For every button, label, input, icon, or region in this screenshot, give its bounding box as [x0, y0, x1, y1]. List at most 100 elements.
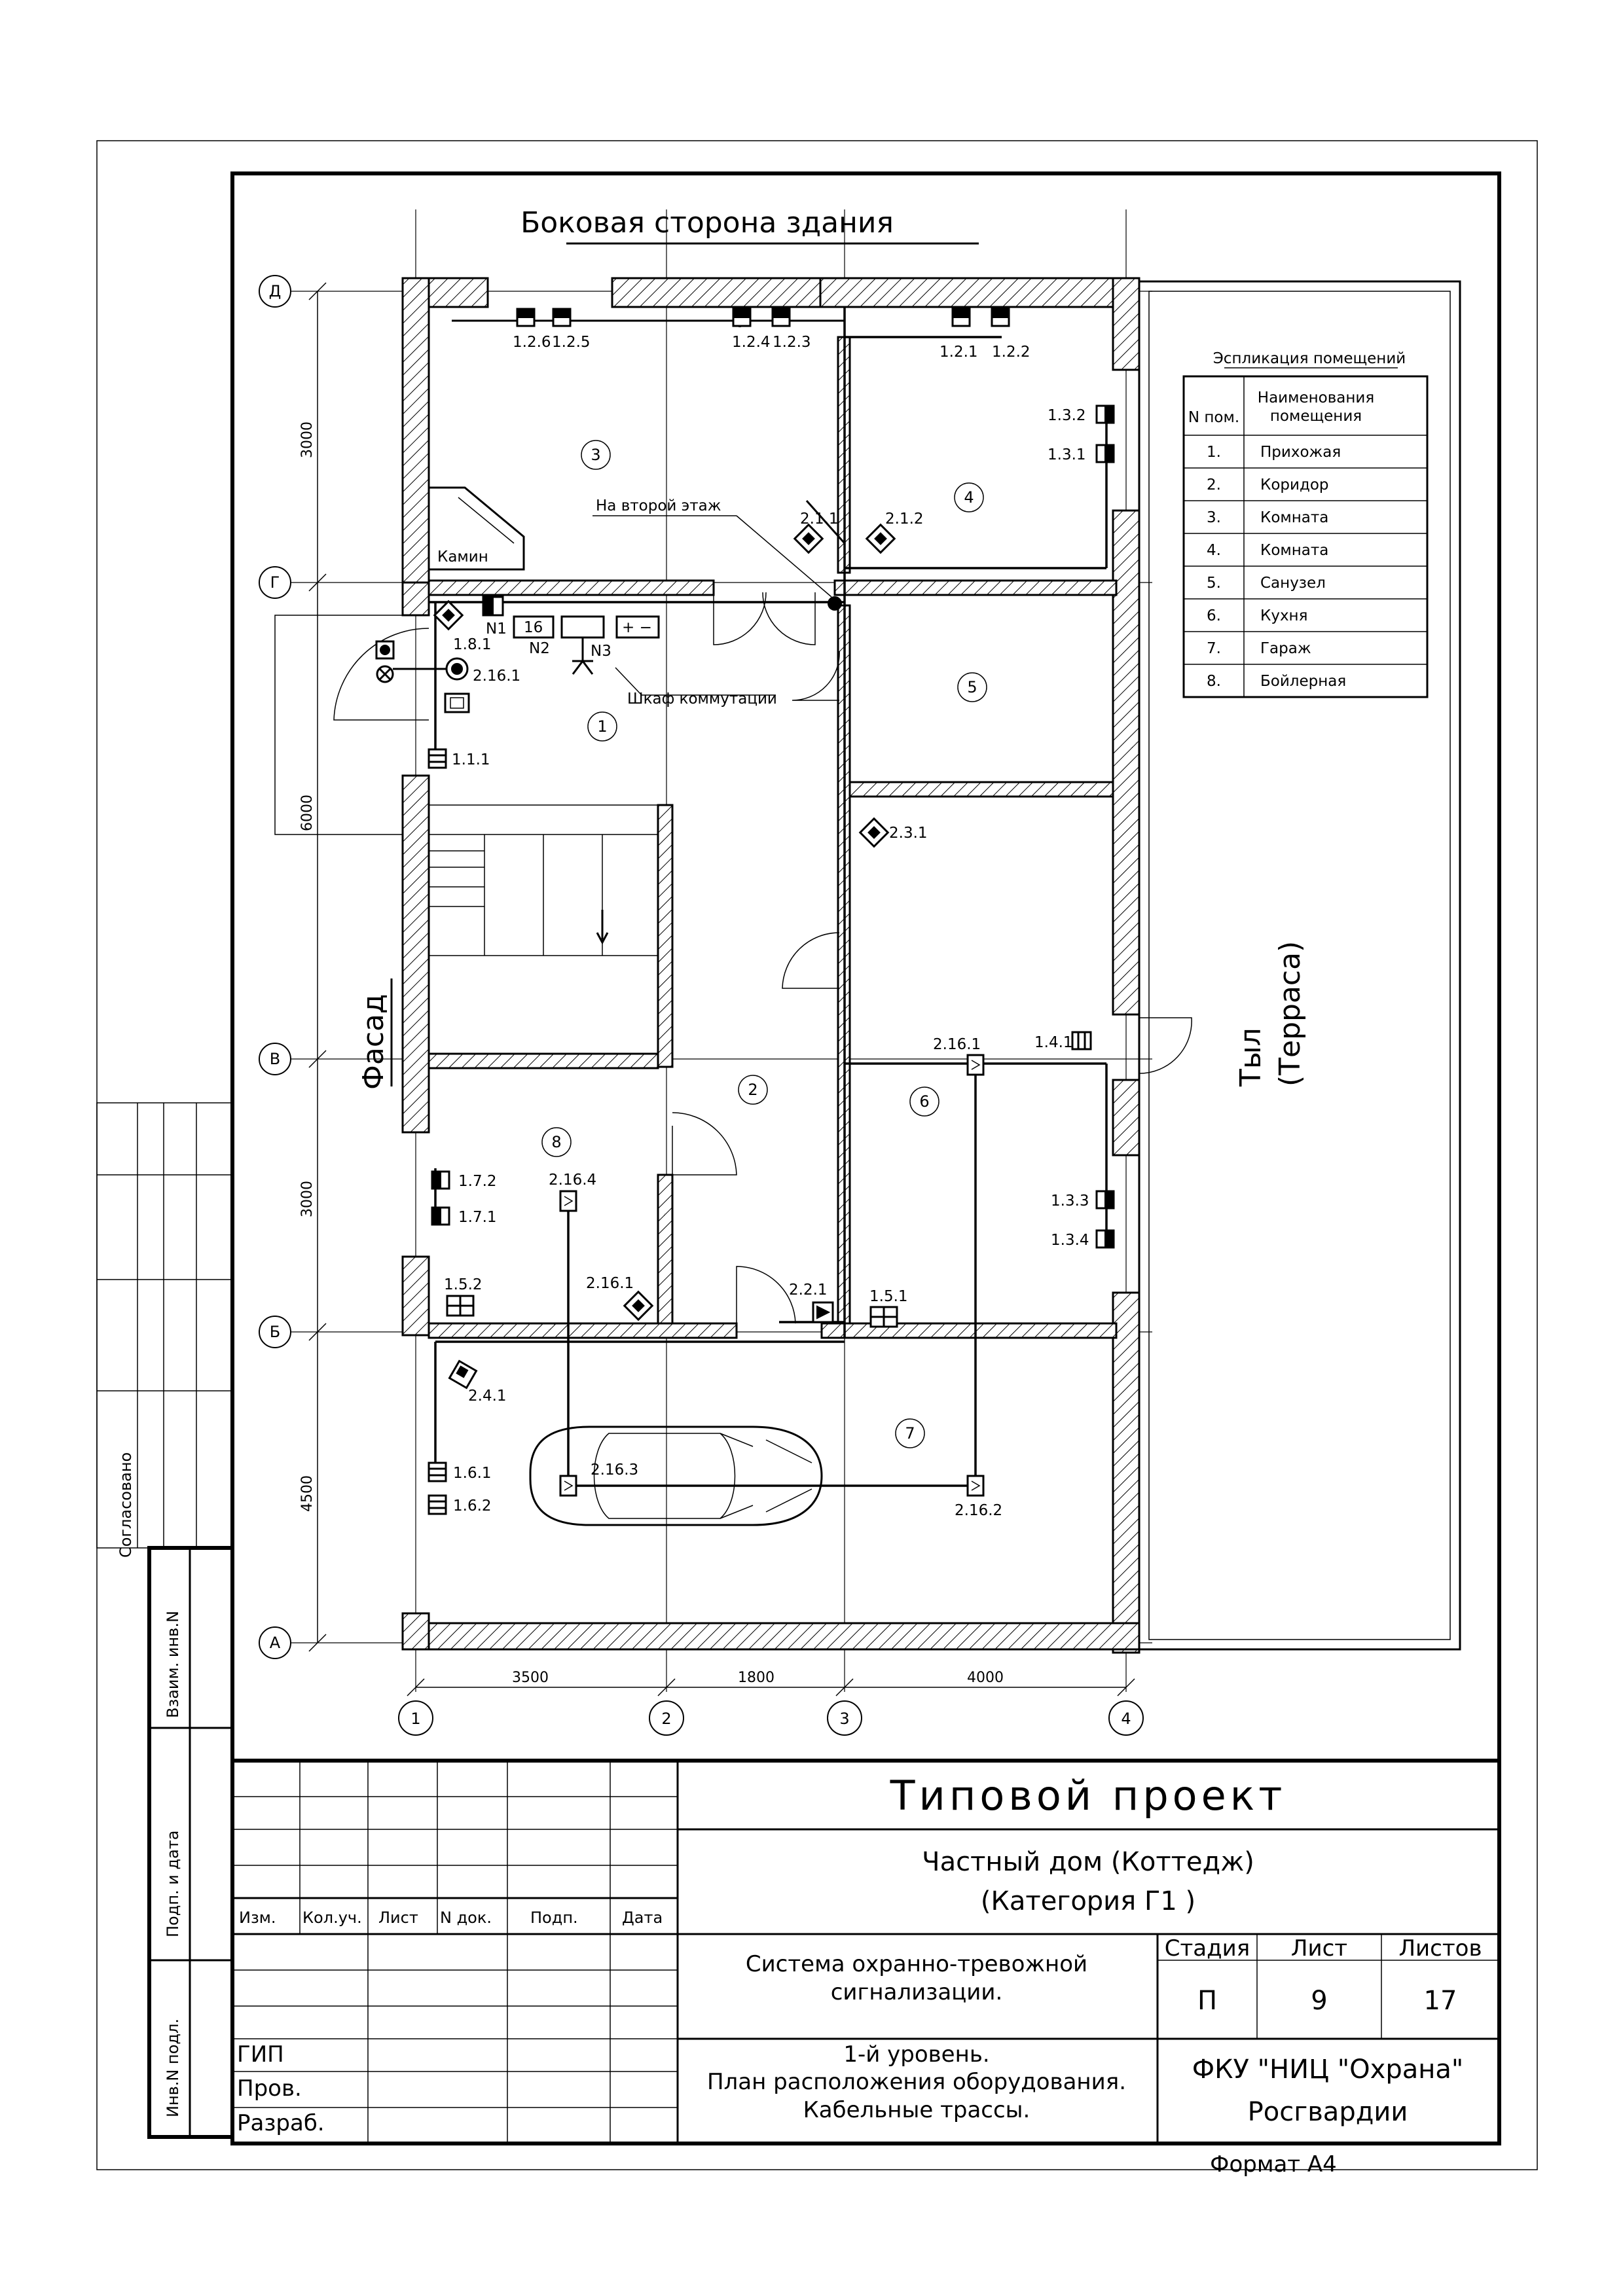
object-line1: Частный дом (Коттедж): [922, 1847, 1254, 1877]
dim-bottom-1: 3500: [512, 1670, 549, 1686]
label-2-3-1: 2.3.1: [889, 825, 928, 842]
label-1-3-3: 1.3.3: [1051, 1193, 1089, 1210]
axis-row-v: В: [270, 1050, 280, 1068]
label-1-6-1: 1.6.1: [453, 1465, 492, 1482]
label-1-3-4: 1.3.4: [1051, 1232, 1089, 1249]
explication-name-8: Бойлерная: [1260, 673, 1346, 690]
label-2-4-1: 2.4.1: [468, 1388, 507, 1405]
room-3: 3: [591, 446, 600, 464]
cabinet-16: 16: [524, 619, 543, 636]
explication-name-3: Комната: [1260, 509, 1328, 526]
sheets-label: Листов: [1398, 1935, 1482, 1962]
terrace-label: (Терраса): [1273, 941, 1307, 1086]
junction-box-2-16-2: [966, 1475, 985, 1497]
explication-name-4: Комната: [1260, 542, 1328, 559]
label-2-16-1-hall: 2.16.1: [473, 668, 520, 685]
stamp-sign-date: Подп. и дата: [164, 1831, 182, 1938]
junction-box-2-16-4: [559, 1190, 577, 1212]
explication-col2-line1: Наименования: [1258, 389, 1374, 406]
explication-col2-line2: помещения: [1270, 408, 1362, 425]
explication-name-2: Коридор: [1260, 476, 1329, 493]
motion-detector-2-4-1: [448, 1359, 478, 1390]
detector-1-6-2: [428, 1494, 447, 1515]
label-1-2-2: 1.2.2: [992, 344, 1030, 361]
label-2-16-3: 2.16.3: [591, 1462, 638, 1479]
col-header-podp: Подп.: [530, 1909, 578, 1927]
label-1-7-2: 1.7.2: [458, 1173, 497, 1190]
rear-label: Тыл: [1234, 1028, 1267, 1087]
sheets-value: 17: [1424, 1986, 1457, 2016]
contact-sensors-top: [516, 308, 1010, 327]
motion-detector-2-16-1-boiler: [623, 1290, 654, 1321]
walls: [401, 277, 1140, 1654]
dim-left-1: 3000: [299, 422, 316, 458]
axis-row-d: Д: [269, 282, 282, 300]
org-line2: Росгвардии: [1248, 2097, 1408, 2127]
explication-name-7: Гараж: [1260, 640, 1311, 657]
doors: [274, 592, 1192, 1324]
object-line2: (Категория Г1 ): [981, 1886, 1195, 1916]
junction-box-2-16-3: [559, 1475, 577, 1497]
room-6: 6: [919, 1092, 929, 1111]
label-2-16-4: 2.16.4: [549, 1172, 596, 1189]
cabinet-n3: N3: [591, 643, 611, 660]
explication-num-3: 3.: [1207, 509, 1221, 526]
sheet-line2: План расположения оборудования.: [707, 2069, 1126, 2095]
stamp-original: Инв.N подл.: [164, 2018, 182, 2117]
label-1-5-1: 1.5.1: [869, 1288, 908, 1305]
window-sensor-1-5-1: [869, 1306, 898, 1328]
explication-num-6: 6.: [1207, 607, 1221, 624]
col-header-izm: Изм.: [239, 1909, 276, 1927]
cabinet-n1: N1: [486, 620, 507, 637]
room-5: 5: [967, 678, 977, 696]
room-7: 7: [905, 1424, 915, 1443]
label-1-2-1: 1.2.1: [939, 344, 978, 361]
label-1-4-1: 1.4.1: [1034, 1034, 1073, 1051]
explication-num-1: 1.: [1207, 444, 1221, 461]
label-1-2-4: 1.2.4: [732, 334, 771, 351]
room-4: 4: [964, 488, 974, 507]
contact-sensors-lower: [431, 1170, 1115, 1249]
project-title: Типовой проект: [890, 1772, 1286, 1820]
format-label: Формат А4: [1210, 2151, 1337, 2178]
dimension-lines: [308, 282, 1135, 1696]
window-sensors: [446, 1295, 898, 1328]
upstairs-label: На второй этаж: [596, 497, 721, 514]
label-1-6-2: 1.6.2: [453, 1498, 492, 1515]
label-1-2-5: 1.2.5: [552, 334, 591, 351]
detector-1-6-1: [428, 1462, 447, 1482]
role-prov: Пров.: [237, 2075, 302, 2102]
detector-1-4-1: [1071, 1031, 1092, 1050]
label-2-2-1: 2.2.1: [789, 1282, 828, 1299]
title-block: [230, 1759, 1501, 2145]
cabinet-label: Шкаф коммутации: [627, 691, 777, 708]
dim-left-4: 4500: [299, 1475, 316, 1512]
cable-routes: [429, 308, 1108, 1487]
axis-row-b: Б: [270, 1323, 280, 1341]
stage-label: Стадия: [1165, 1935, 1250, 1962]
junction-box-2-16-1: [966, 1054, 985, 1076]
room-2: 2: [748, 1081, 757, 1099]
detector-1-1-1: [428, 748, 447, 769]
sheet-line1: 1-й уровень.: [843, 2041, 989, 2068]
org-line1: ФКУ "НИЦ "Охрана": [1192, 2054, 1464, 2085]
label-1-7-1: 1.7.1: [458, 1209, 497, 1226]
sheet-line3: Кабельные трассы.: [803, 2097, 1030, 2123]
col-header-list: Лист: [378, 1909, 418, 1927]
door-device-2-2-1: [812, 1301, 834, 1323]
col-header-ndok: N док.: [440, 1909, 492, 1927]
entrance-devices: [375, 640, 470, 713]
label-2-16-1-kitchen: 2.16.1: [933, 1036, 981, 1053]
col-header-data: Дата: [622, 1909, 663, 1927]
role-gip: ГИП: [237, 2041, 284, 2068]
system-line2: сигнализации.: [831, 1979, 1003, 2005]
column-axes: 1 2 3 4: [398, 1700, 1144, 1736]
sheet-value: 9: [1311, 1986, 1327, 2016]
explication-col1: N пом.: [1188, 409, 1239, 426]
explication-name-5: Санузел: [1260, 575, 1326, 592]
axis-row-a: А: [270, 1634, 281, 1652]
label-1-2-3: 1.2.3: [773, 334, 811, 351]
staircase: [428, 804, 659, 1054]
contact-sensors-room4: [1095, 404, 1115, 463]
